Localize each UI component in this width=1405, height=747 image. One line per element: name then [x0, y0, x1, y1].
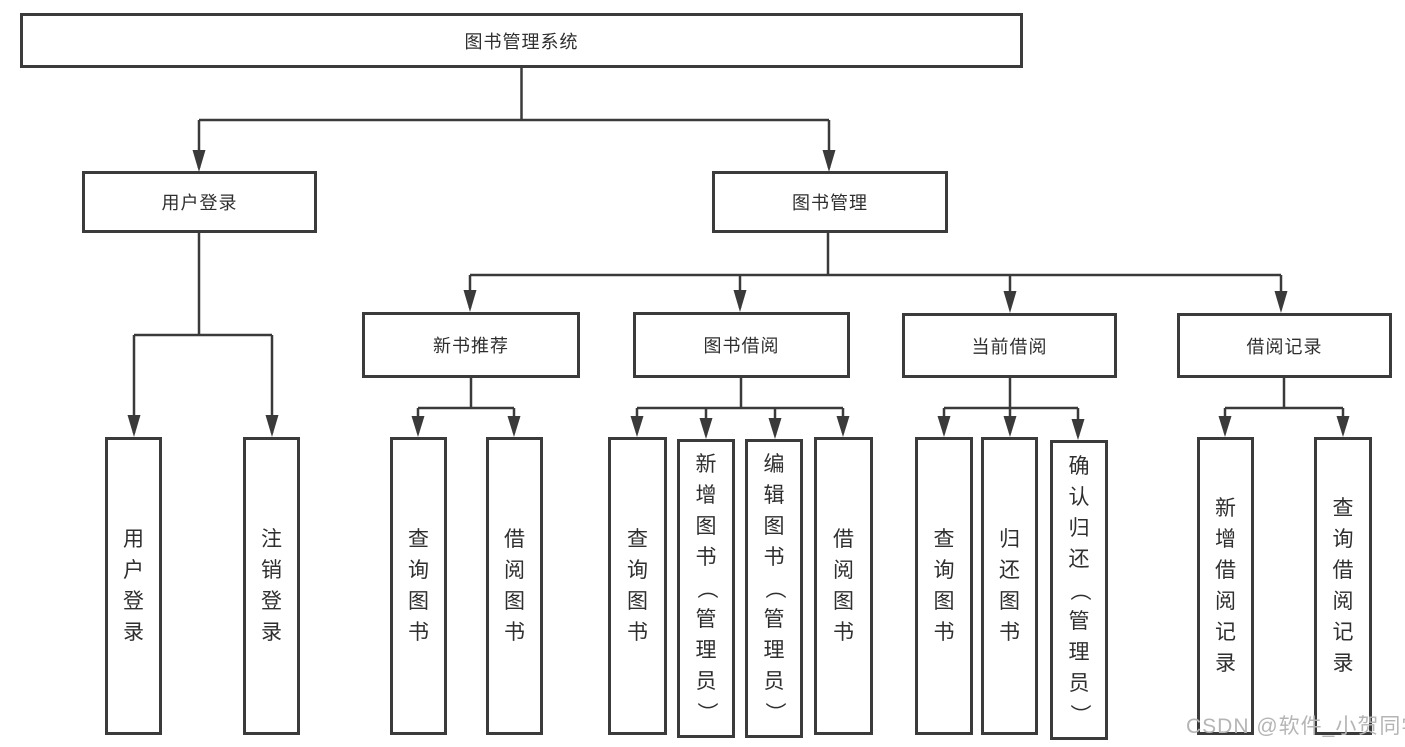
watermark: CSDN @软件_小贺同学 — [1186, 715, 1405, 738]
leaf-logout-login: 注销登录 — [243, 437, 300, 735]
leaf-borrow-books-borrow: 借阅图书 — [814, 437, 873, 735]
node-book-borrowing: 图书借阅 — [633, 312, 850, 378]
node-user-login: 用户登录 — [82, 171, 317, 233]
leaf-return-books: 归还图书 — [981, 437, 1038, 735]
leaf-confirm-return-admin: 确认归还（管理员） — [1050, 440, 1108, 740]
leaf-query-books-borrow: 查询图书 — [608, 437, 667, 735]
leaf-user-login: 用户登录 — [105, 437, 162, 735]
leaf-borrow-books-newbook: 借阅图书 — [486, 437, 543, 735]
leaf-add-borrow-record: 新增借阅记录 — [1197, 437, 1254, 735]
leaf-edit-books-admin: 编辑图书（管理员） — [745, 439, 803, 738]
leaf-add-books-admin: 新增图书（管理员） — [677, 439, 735, 738]
node-library-management-system: 图书管理系统 — [20, 13, 1023, 68]
node-book-management: 图书管理 — [712, 171, 948, 233]
leaf-query-borrow-record: 查询借阅记录 — [1314, 437, 1372, 735]
leaf-query-books-current: 查询图书 — [915, 437, 973, 735]
node-current-borrowing: 当前借阅 — [902, 313, 1117, 378]
node-borrowing-records: 借阅记录 — [1177, 313, 1392, 378]
leaf-query-books-newbook: 查询图书 — [390, 437, 447, 735]
node-new-book-recommendation: 新书推荐 — [362, 312, 580, 378]
